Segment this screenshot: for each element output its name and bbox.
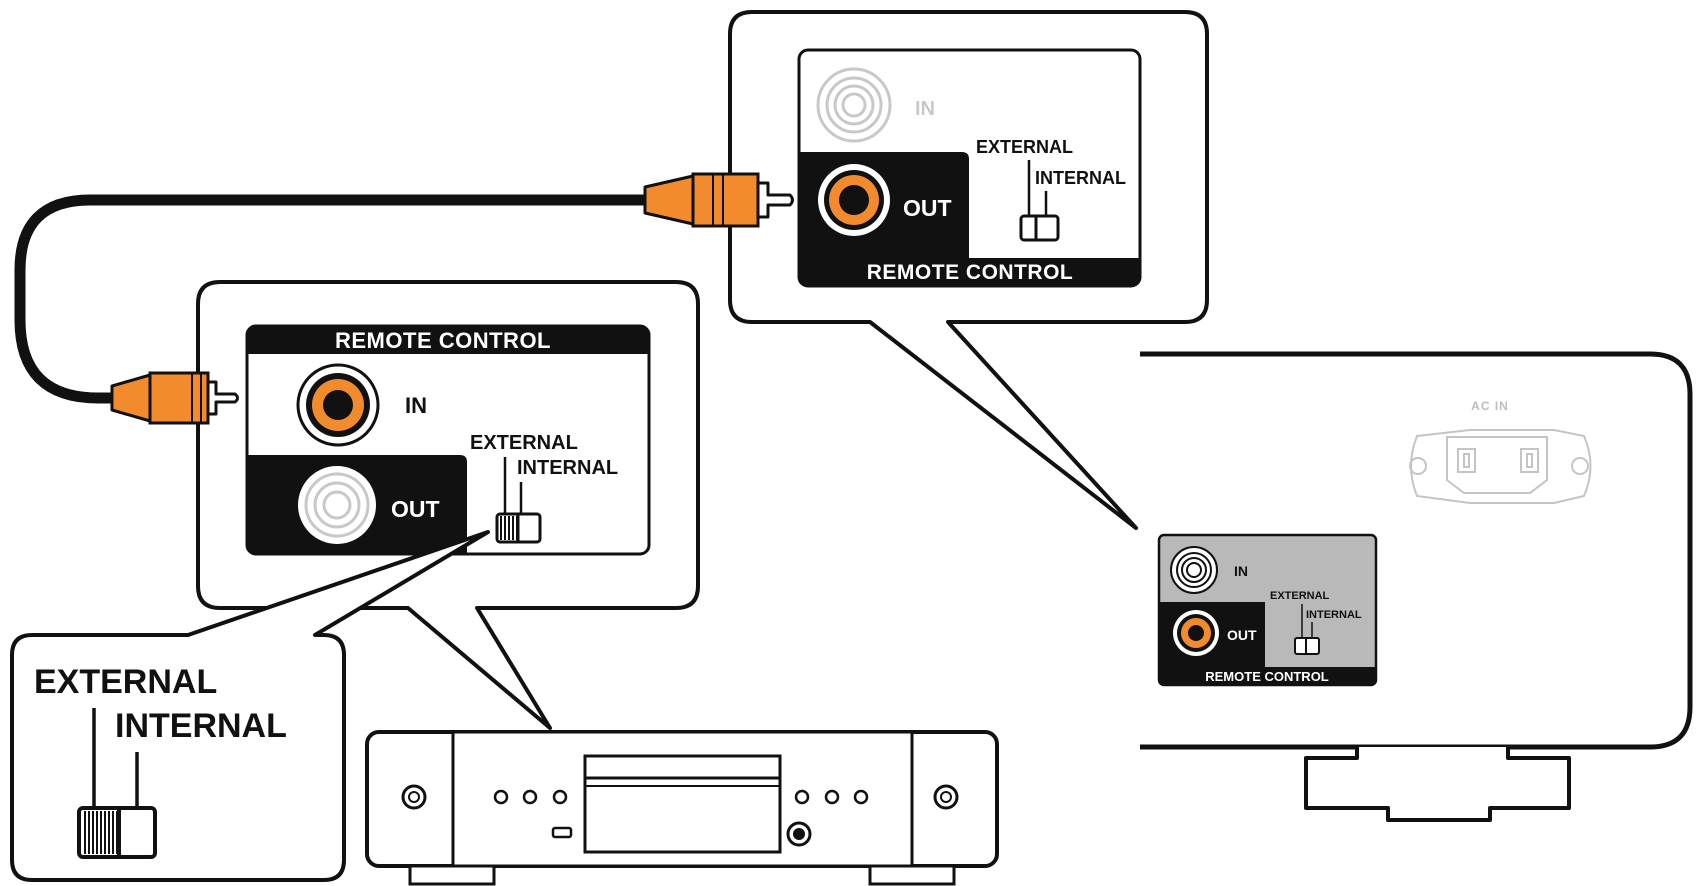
sub-out-label: OUT — [903, 195, 952, 221]
amp-in-label: IN — [405, 393, 427, 418]
rear-external-label: EXTERNAL — [1270, 590, 1330, 602]
rear-in-jack — [1170, 546, 1218, 594]
rear-out-jack — [1173, 610, 1219, 656]
sub-mode-switch — [1019, 214, 1060, 242]
zoom-internal-label: INTERNAL — [115, 707, 287, 745]
rear-internal-label: INTERNAL — [1306, 609, 1362, 621]
sub-external-label: EXTERNAL — [976, 137, 1073, 157]
rear-mode-switch — [1294, 637, 1320, 655]
switch-zoom-callout: EXTERNAL INTERNAL — [10, 530, 490, 882]
amp-panel-header: REMOTE CONTROL — [335, 328, 551, 353]
amp-out-label: OUT — [391, 496, 440, 522]
amp-internal-label: INTERNAL — [517, 457, 618, 479]
amplifier-front — [365, 730, 999, 886]
ac-in-label: AC IN — [1471, 399, 1509, 413]
sub-panel-footer-label: REMOTE CONTROL — [867, 261, 1074, 284]
rear-out-label: OUT — [1227, 627, 1257, 643]
sub-remote-panel: REMOTE CONTROL IN OUT EXTERNAL INTERNAL — [797, 48, 1142, 288]
rear-remote-panel: REMOTE CONTROL IN OUT EXTERNAL INTERNAL — [1157, 533, 1378, 687]
sub-out-jack — [818, 164, 890, 236]
sub-in-label: IN — [915, 98, 935, 120]
rca-plug-left — [110, 371, 239, 425]
zoom-mode-switch — [77, 806, 157, 859]
sub-in-jack — [816, 67, 892, 143]
ac-inlet — [1409, 429, 1592, 504]
amp-remote-panel: REMOTE CONTROL IN OUT EXTERNAL INTERNAL — [245, 324, 651, 556]
zoom-external-label: EXTERNAL — [34, 663, 217, 701]
amp-mode-switch — [495, 512, 542, 544]
rear-panel-footer-label: REMOTE CONTROL — [1205, 669, 1329, 684]
amp-external-label: EXTERNAL — [470, 432, 578, 454]
amp-out-jack — [298, 466, 376, 544]
rear-device: AC IN REMOTE CONTROL — [1140, 351, 1693, 822]
rca-cable — [14, 194, 645, 404]
sub-internal-label: INTERNAL — [1035, 168, 1126, 188]
rca-plug-top — [643, 172, 794, 228]
rear-in-label: IN — [1234, 563, 1248, 579]
amp-in-jack — [296, 363, 380, 447]
